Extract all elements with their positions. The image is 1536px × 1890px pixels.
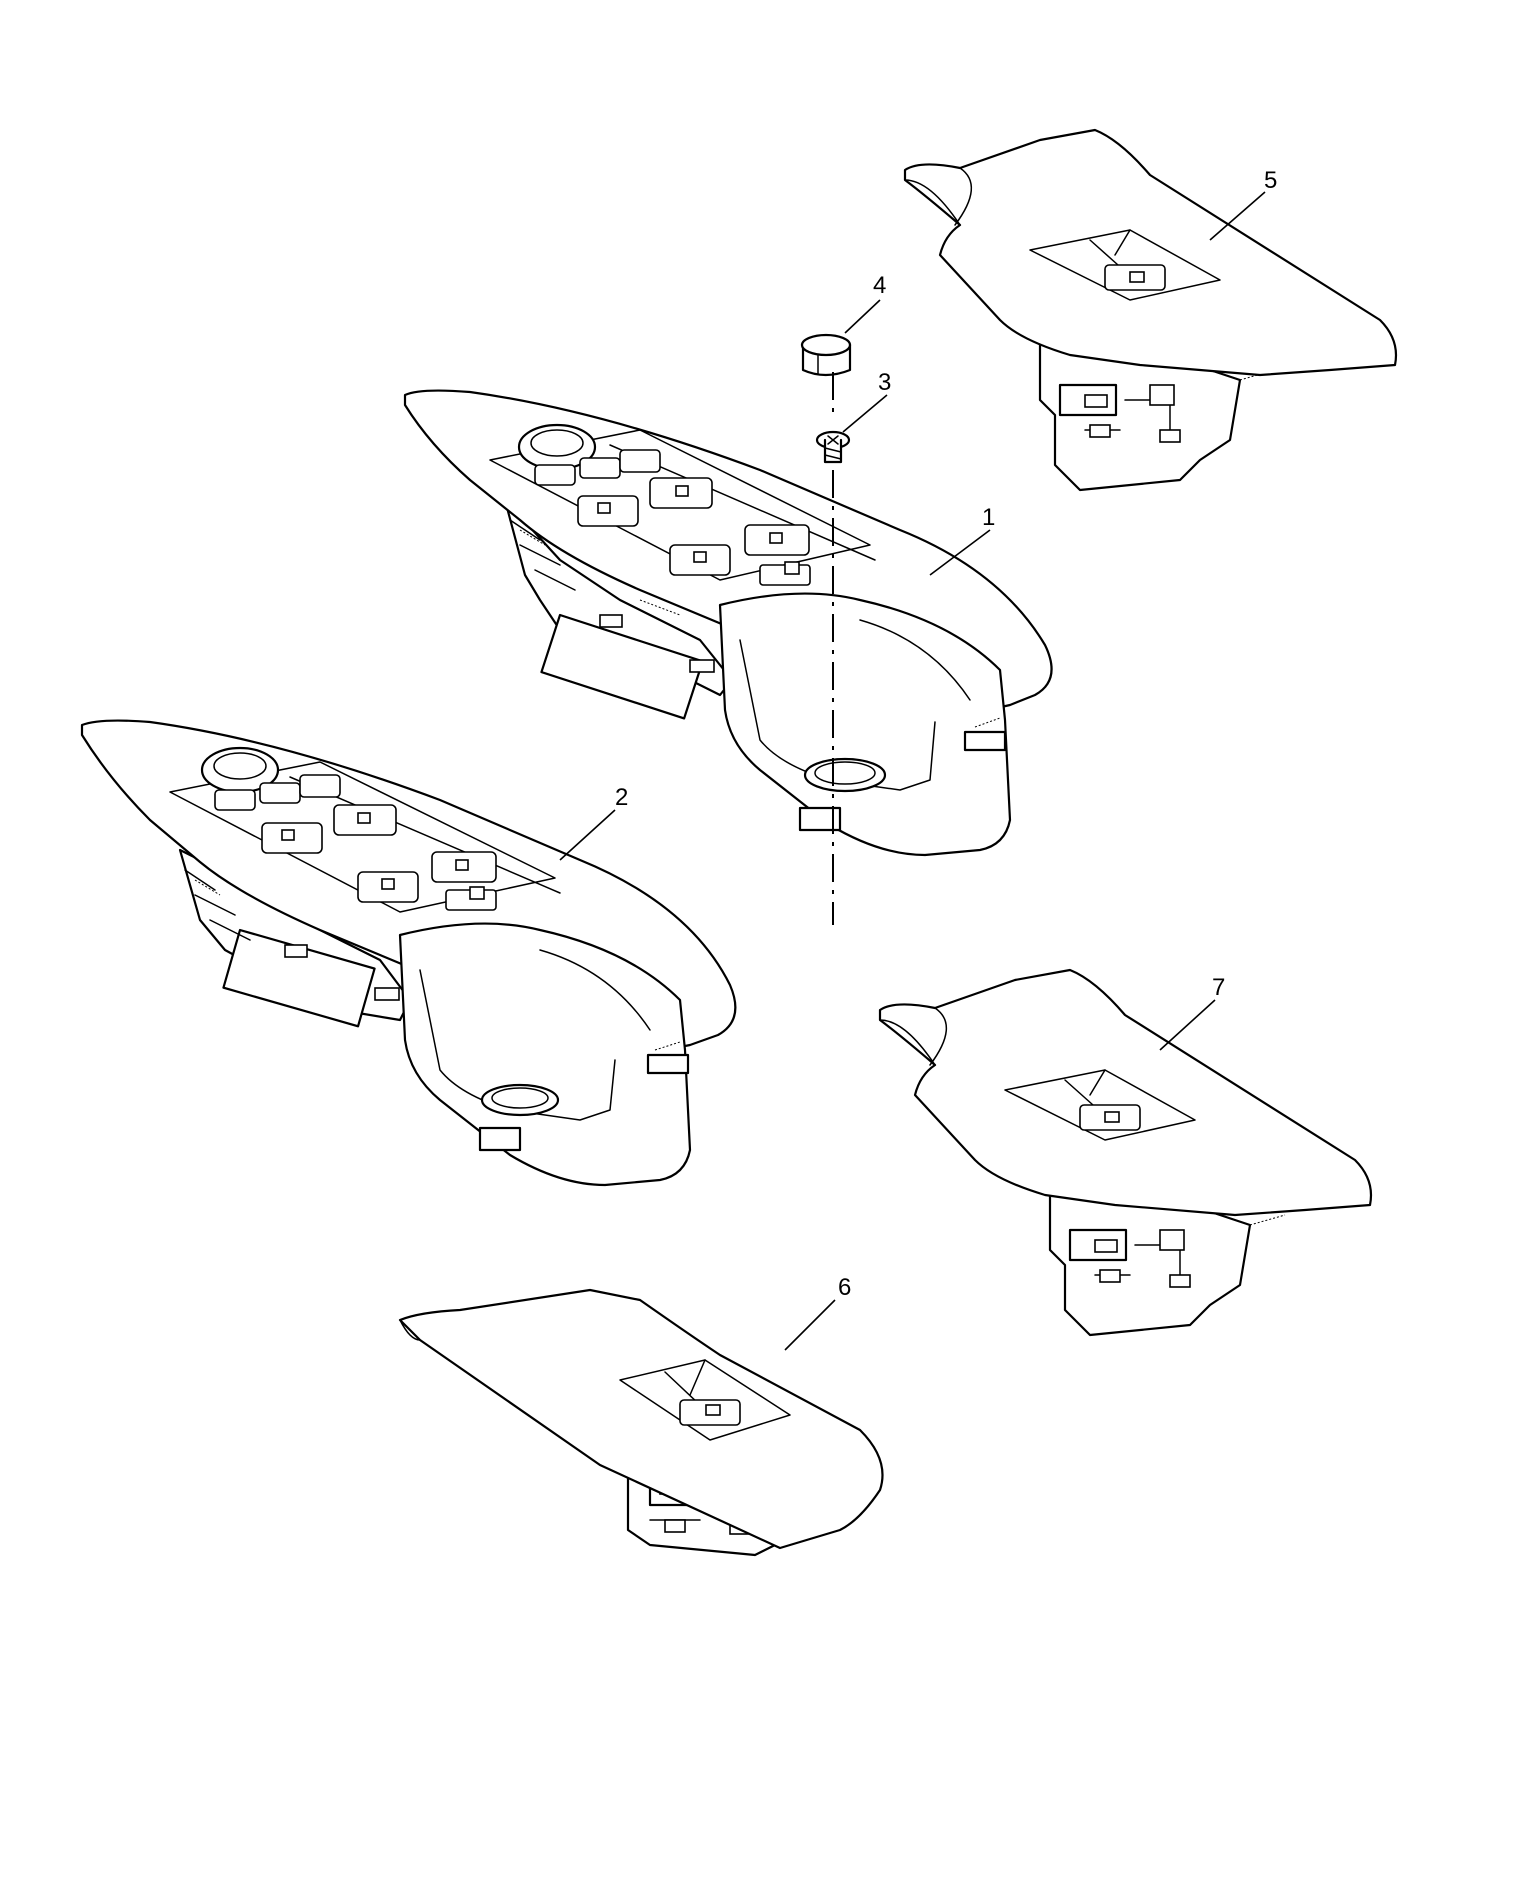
callout-7: 7 [1212, 974, 1225, 1001]
leader-line-3 [842, 394, 888, 433]
callout-5: 5 [1264, 167, 1277, 194]
leader-line-1 [929, 529, 991, 576]
callout-3: 3 [878, 369, 891, 396]
part-7-single-switch-bezel [878, 968, 1373, 1337]
part-1-master-switch-bezel [403, 389, 1053, 857]
leader-line-7 [1159, 999, 1216, 1051]
part-6-single-switch-bezel [398, 1288, 884, 1557]
leader-line-5 [1209, 191, 1266, 241]
callout-4: 4 [873, 272, 886, 299]
part-2-master-switch-bezel [80, 719, 737, 1187]
leader-line-6 [784, 1299, 836, 1351]
leader-line-2 [559, 809, 616, 861]
callout-1: 1 [982, 504, 995, 531]
callout-2: 2 [615, 784, 628, 811]
part-4-cap [800, 333, 852, 377]
callout-6: 6 [838, 1274, 851, 1301]
part-5-single-switch-bezel [903, 128, 1398, 492]
leader-line-4 [844, 299, 881, 334]
part-3-screw [815, 430, 851, 464]
